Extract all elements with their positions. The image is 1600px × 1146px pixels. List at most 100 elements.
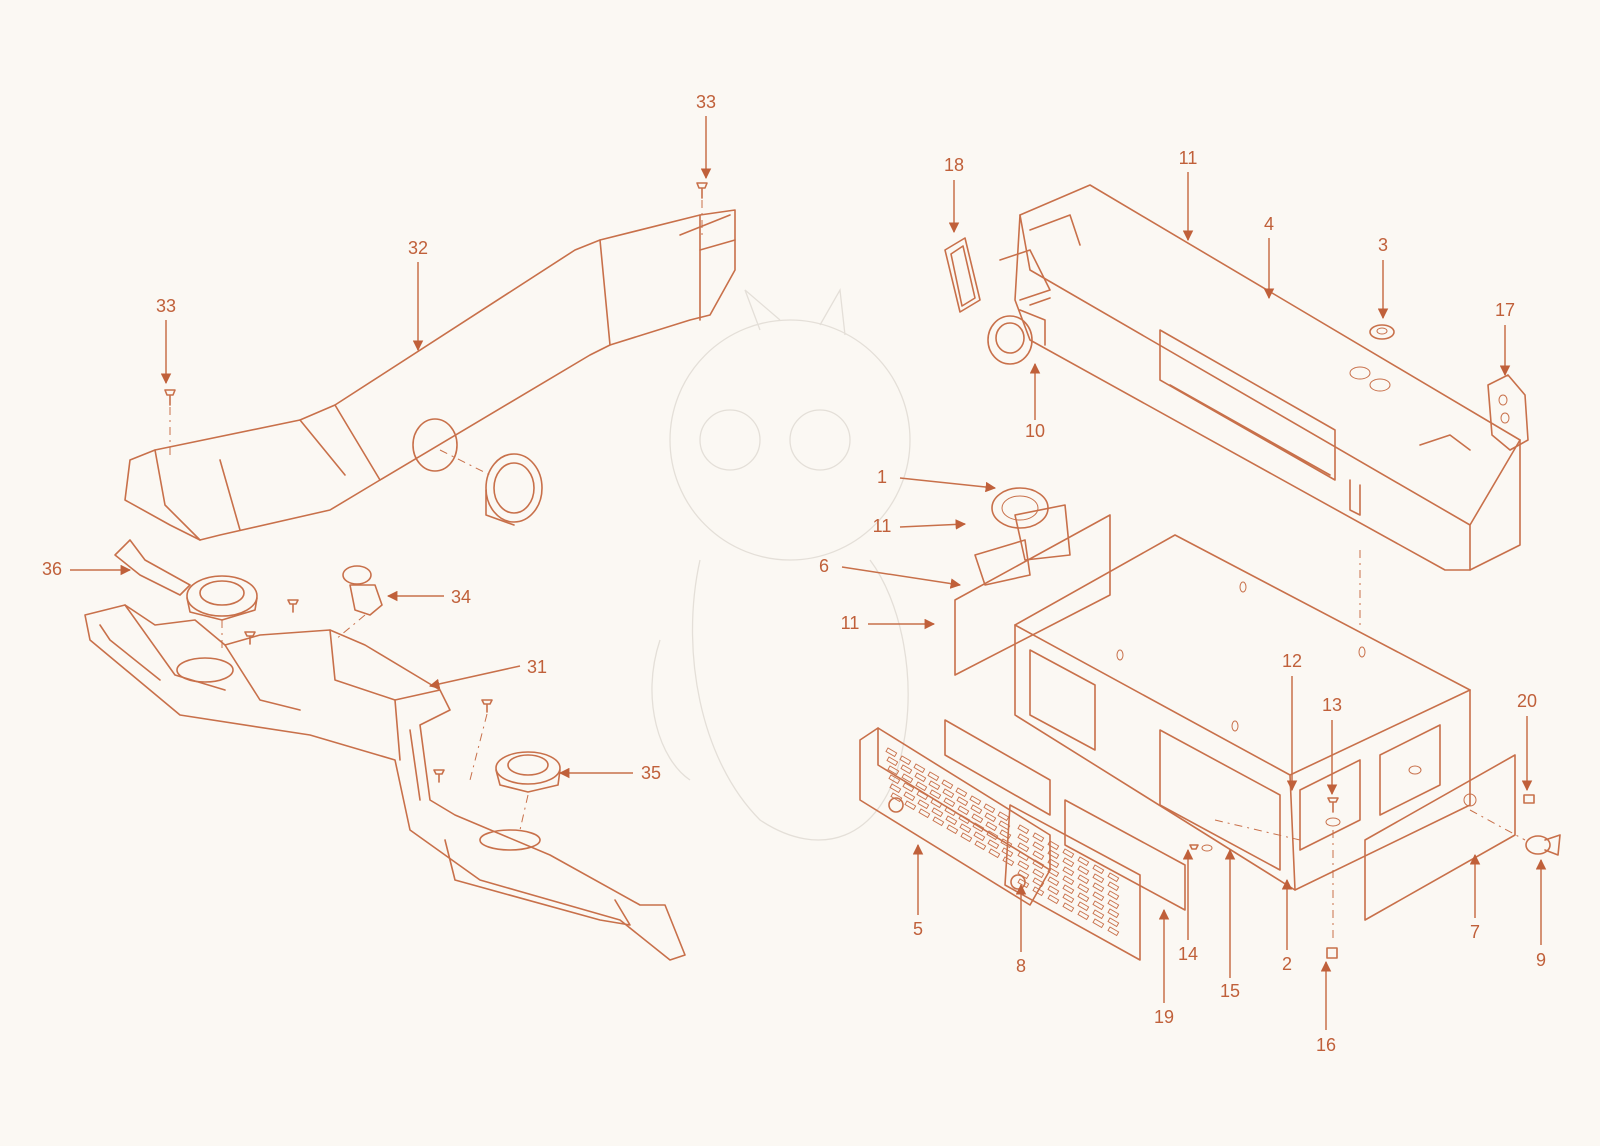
leader-line <box>899 477 997 493</box>
grille-slot <box>988 848 1001 859</box>
grille-slot <box>1017 851 1030 862</box>
part-6-side-panel <box>954 504 1111 676</box>
part-5-front-grille <box>859 727 1051 906</box>
callout-11-top: 11 <box>1179 148 1198 168</box>
grille-slot <box>1017 860 1030 871</box>
grille-slot <box>1107 881 1120 892</box>
leader-line <box>841 566 962 589</box>
grille-slot <box>987 839 1000 850</box>
watermark-figure <box>651 287 911 841</box>
grille-slot <box>931 807 944 818</box>
grille-slot <box>902 782 915 793</box>
grille-slot <box>904 800 917 811</box>
part-17-bracket <box>1487 374 1529 451</box>
grille-slot <box>1107 872 1120 883</box>
part-speaker-under-duct <box>439 449 543 526</box>
grille-slot <box>903 791 916 802</box>
grille-slot <box>1032 868 1045 879</box>
part-35-speaker <box>495 751 561 831</box>
grille-slot <box>974 840 987 851</box>
callout-34: 34 <box>451 587 471 607</box>
callout-11-mid: 11 <box>873 516 892 536</box>
grille-slot <box>916 790 929 801</box>
part-3-grommet <box>1369 324 1395 340</box>
callout-11-low: 11 <box>841 613 860 633</box>
grille-slot <box>1107 899 1120 910</box>
grille-slot <box>955 787 968 798</box>
grille-slot <box>886 756 899 767</box>
grille-slot <box>960 832 973 843</box>
grille-slot <box>985 821 998 832</box>
small-hardware <box>1189 794 1535 959</box>
grille-slot <box>887 765 900 776</box>
grille-slot <box>889 783 902 794</box>
grille-slot <box>1062 866 1075 877</box>
part-9-knob <box>1525 834 1561 856</box>
grille-slot <box>1077 892 1090 903</box>
grille-slot <box>930 798 943 809</box>
grille-slot <box>999 829 1012 840</box>
grille-slot <box>941 779 954 790</box>
callout-14: 16 <box>1316 1035 1336 1055</box>
part-8-front-grille <box>1004 804 1141 961</box>
grille-slot <box>913 763 926 774</box>
grille-slot <box>1047 894 1060 905</box>
grille-slot <box>943 797 956 808</box>
grille-slot <box>1047 849 1060 860</box>
part-10-fan <box>987 297 1051 365</box>
grille-slot <box>970 804 983 815</box>
part-7-side-panel <box>1364 754 1516 921</box>
grille-slot <box>932 816 945 827</box>
grille-slot <box>957 805 970 816</box>
grille-slot <box>945 815 958 826</box>
part-2-main-enclosure <box>1014 534 1471 891</box>
grille-slot <box>1062 848 1075 859</box>
callout-1: 1 <box>877 467 887 487</box>
grille-slot <box>972 822 985 833</box>
callout-5: 5 <box>913 919 923 939</box>
part-console-speaker-left <box>186 575 258 650</box>
callout-3: 3 <box>1378 235 1388 255</box>
grille-slot <box>1062 875 1075 886</box>
grille-slot <box>1062 857 1075 868</box>
callout-20: 20 <box>1517 691 1537 711</box>
callout-17: 17 <box>1495 300 1515 320</box>
grille-slot <box>1017 842 1030 853</box>
grille-slot <box>1092 864 1105 875</box>
callout-33-left: 33 <box>156 296 176 316</box>
grille-slot <box>959 823 972 834</box>
callout-4: 4 <box>1264 214 1274 234</box>
callout-10: 10 <box>1025 421 1045 441</box>
grille-slot <box>1032 859 1045 870</box>
callout-15: 15 <box>1220 981 1240 1001</box>
callout-12: 12 <box>1282 651 1302 671</box>
grille-slot <box>918 808 931 819</box>
grille-slot <box>1032 850 1045 861</box>
grille-slot <box>958 814 971 825</box>
callout-6: 6 <box>819 556 829 576</box>
grille-slot <box>1077 883 1090 894</box>
grille-slot <box>946 824 959 835</box>
part-32-upper-duct <box>124 209 736 541</box>
grille-slot <box>1032 832 1045 843</box>
grille-slot <box>984 812 997 823</box>
part-31-lower-console <box>84 604 686 961</box>
grille-slot <box>1047 840 1060 851</box>
grille-slot <box>888 774 901 785</box>
console-screws <box>244 599 493 783</box>
part-34-socket <box>334 565 383 641</box>
grille-slot <box>969 795 982 806</box>
part-33-screws <box>164 182 708 460</box>
callout-36: 36 <box>42 559 62 579</box>
part-19-filter <box>944 719 1186 911</box>
callout-8: 8 <box>1016 956 1026 976</box>
grille-slot <box>1092 918 1105 929</box>
grille-slot <box>986 830 999 841</box>
part-36-bracket <box>114 539 191 596</box>
callout-9: 9 <box>1536 950 1546 970</box>
grille-slot <box>927 771 940 782</box>
grille-slot <box>1047 867 1060 878</box>
callout-16: 14 <box>1178 944 1198 964</box>
